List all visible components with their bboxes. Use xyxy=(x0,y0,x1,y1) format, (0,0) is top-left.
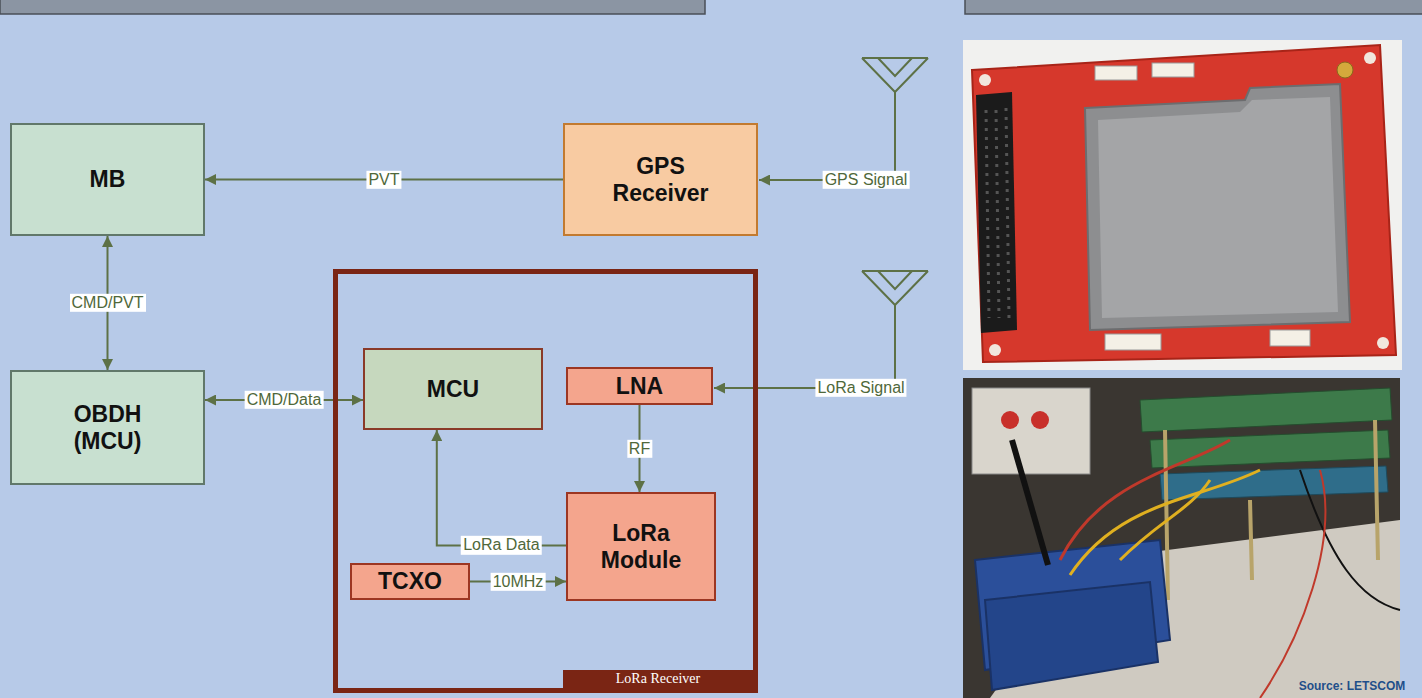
connector xyxy=(1105,334,1161,350)
wire xyxy=(1070,470,1260,575)
connector-arrow xyxy=(107,236,109,370)
node-label: LNA xyxy=(616,373,663,399)
signal-name: GPS Signal xyxy=(823,171,910,189)
process-box: LoRa Module xyxy=(566,492,716,601)
antenna-symbol xyxy=(862,58,928,92)
process-box: TCXO xyxy=(350,563,470,600)
pin-header xyxy=(976,92,1017,333)
edge-label: CMD/Data xyxy=(245,391,324,409)
station-display xyxy=(1031,411,1049,429)
mounting-hole xyxy=(979,74,991,86)
pcb-board xyxy=(1140,388,1392,432)
connector-arrow xyxy=(639,405,641,492)
process-box: MCU xyxy=(363,348,543,430)
top-bar xyxy=(965,0,1422,14)
edge-label: 10MHz xyxy=(491,572,546,590)
wire xyxy=(1060,440,1230,560)
node-label: MCU xyxy=(427,376,479,402)
process-box: OBDH (MCU) xyxy=(10,370,205,485)
wire xyxy=(1120,480,1210,560)
antenna-symbol xyxy=(862,271,928,305)
antenna-rod xyxy=(1012,440,1048,565)
wire xyxy=(1260,470,1325,698)
photo-background xyxy=(963,378,1400,698)
process-box: MB xyxy=(10,123,205,236)
edge-label: CMD/PVT xyxy=(70,294,146,312)
photo-background xyxy=(963,40,1402,370)
edge-label: LoRa Data xyxy=(461,536,542,554)
signal-wire xyxy=(714,305,895,388)
node-label: MB xyxy=(90,166,126,192)
signal-name: LoRa Signal xyxy=(815,379,906,397)
rf-shield xyxy=(1085,84,1350,330)
connector xyxy=(1152,63,1194,77)
solder-station xyxy=(972,388,1090,474)
header-pins xyxy=(986,108,1009,318)
rf-shield-top xyxy=(1098,97,1338,318)
mounting-hole xyxy=(1364,52,1376,64)
process-box: GPS Receiver xyxy=(563,123,758,236)
sma-connector xyxy=(1337,62,1353,78)
edge-label: PVT xyxy=(366,170,401,188)
wire xyxy=(1300,470,1400,610)
connector xyxy=(1270,330,1310,346)
connector-arrow xyxy=(205,399,363,401)
node-label: TCXO xyxy=(378,568,442,594)
watermark: Source: LETSCOM xyxy=(1299,680,1406,694)
connector-arrow xyxy=(470,581,566,583)
process-box: LNA xyxy=(566,367,713,405)
mounting-hole xyxy=(1377,337,1389,349)
node-label: GPS Receiver xyxy=(601,153,721,206)
connector xyxy=(1095,66,1137,80)
standoff xyxy=(1165,420,1378,600)
group-box: LoRa Receiver MCU LNA LoRa ModuleTCXO xyxy=(333,269,758,693)
pcb-board xyxy=(985,582,1158,690)
signal-wire xyxy=(759,92,895,180)
pcb-board xyxy=(972,45,1396,362)
top-bar xyxy=(0,0,705,14)
mounting-hole xyxy=(989,344,1001,356)
node-label: OBDH (MCU) xyxy=(48,401,168,454)
connector-arrow xyxy=(437,430,566,545)
edge-label: RF xyxy=(627,439,652,457)
group-title: LoRa Receiver xyxy=(563,670,753,688)
station-display xyxy=(1001,411,1019,429)
connector-arrow xyxy=(205,179,563,181)
node-label: LoRa Module xyxy=(586,520,696,573)
